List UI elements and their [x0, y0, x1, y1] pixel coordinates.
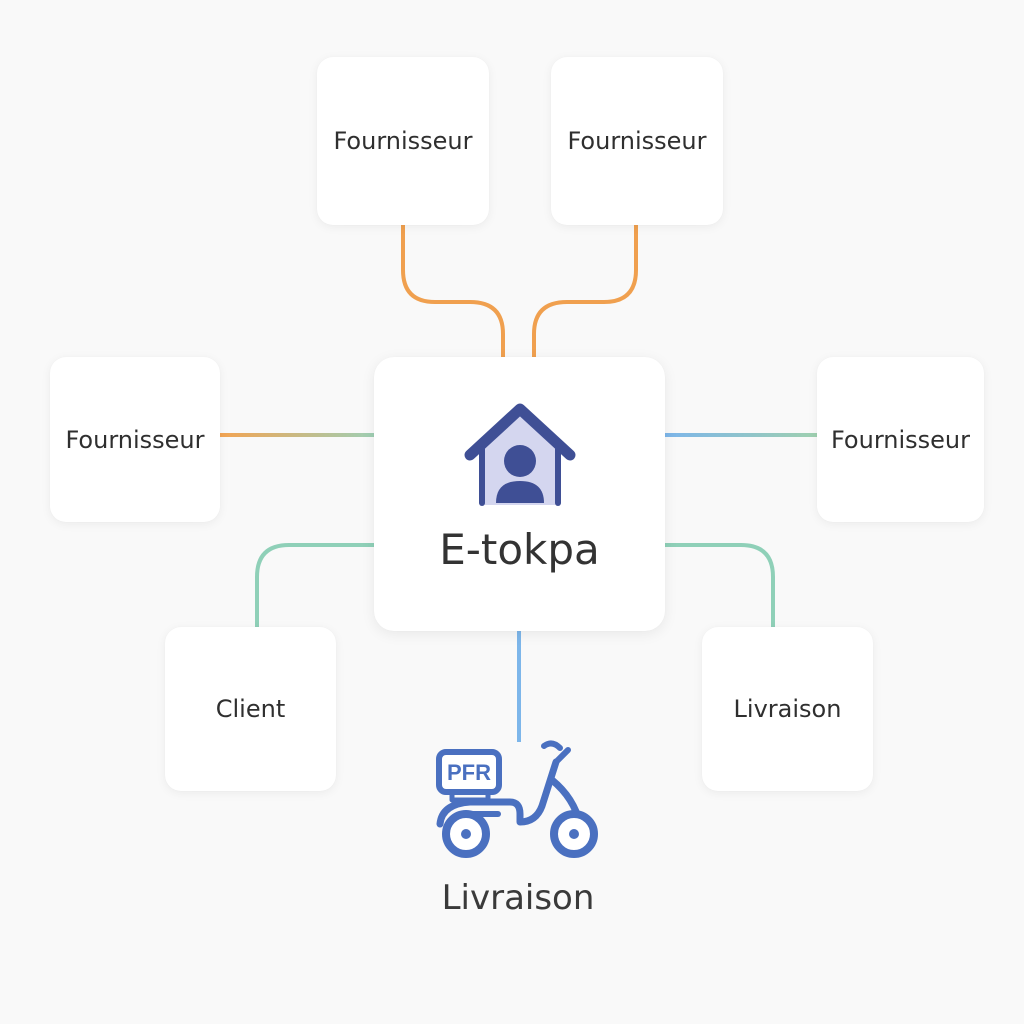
link-client — [255, 543, 376, 629]
node-client[interactable]: Client — [165, 627, 336, 791]
node-label: Livraison — [733, 695, 842, 723]
delivery-scooter-icon: PFR — [436, 740, 598, 858]
node-label: Fournisseur — [830, 425, 971, 454]
node-label: Fournisseur — [333, 127, 473, 155]
node-supplier-top-right[interactable]: Fournisseur — [551, 57, 723, 225]
node-supplier-right[interactable]: Fournisseur — [817, 357, 984, 522]
hub-node[interactable]: E-tokpa — [374, 357, 665, 631]
node-label: Fournisseur — [567, 127, 707, 155]
node-supplier-top-left[interactable]: Fournisseur — [317, 57, 489, 225]
node-label: Client — [215, 695, 286, 723]
node-label: Fournisseur — [65, 425, 205, 454]
hub-title: E-tokpa — [439, 525, 600, 574]
node-supplier-left[interactable]: Fournisseur — [50, 357, 220, 522]
node-delivery-box[interactable]: Livraison — [702, 627, 873, 791]
link-supplier-top-left — [401, 223, 505, 359]
link-supplier-top-right — [532, 223, 638, 359]
delivery-label: Livraison — [441, 878, 595, 918]
link-delivery-box — [663, 543, 775, 629]
house-person-icon — [464, 403, 576, 506]
scooter-box-text: PFR — [447, 760, 491, 785]
